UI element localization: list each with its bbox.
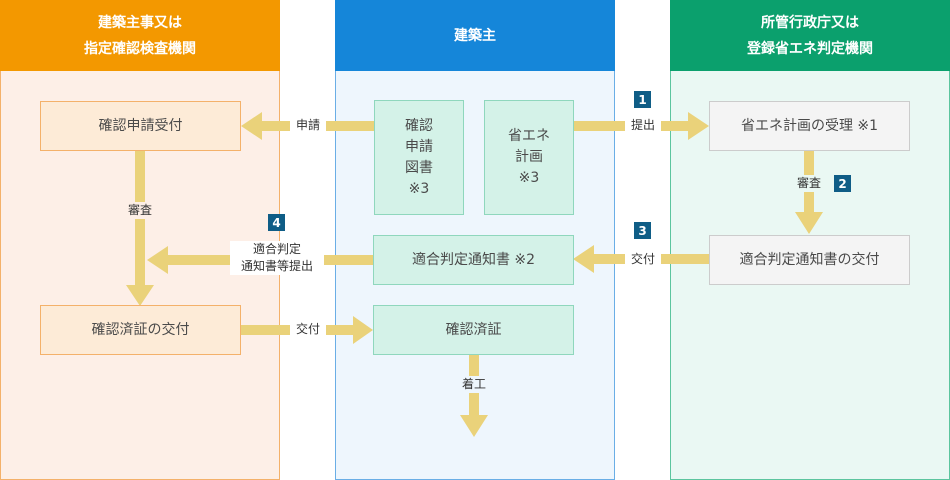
arrow-shinsa-right-head: [795, 212, 823, 234]
arrow-kofu-left-head: [353, 316, 373, 344]
box-kakunin-tosho: 確認 申請 図書 ※3: [374, 100, 464, 215]
right-column-header: 所管行政庁又は 登録省エネ判定機関: [670, 0, 950, 71]
label-shinsa-right: 審査: [792, 175, 826, 192]
box-shoene-juri: 省エネ計画の受理 ※1: [709, 101, 910, 151]
middle-header-line1: 建築主: [454, 27, 496, 44]
left-header-line1: 建築主事又は: [98, 14, 182, 31]
label-tekigo-teishutsu-line2: 通知書等提出: [240, 259, 313, 273]
box-tekigo-tsuchisho: 適合判定通知書 ※2: [373, 235, 574, 285]
box-shoene-keikaku: 省エネ 計画 ※3: [484, 100, 574, 215]
step-badge-1: 1: [634, 91, 651, 108]
arrow-shinsei-head: [241, 112, 262, 140]
step-badge-3: 3: [634, 222, 651, 239]
kakunin-tosho-line4: ※3: [408, 180, 430, 197]
label-tekigo-teishutsu: 適合判定 通知書等提出: [230, 241, 324, 275]
arrow-chakko-head: [460, 415, 488, 437]
label-shinsei: 申請: [290, 117, 326, 134]
arrow-kofu-right-head: [573, 245, 594, 273]
step-badge-4: 4: [268, 214, 285, 231]
label-teishutsu: 提出: [625, 117, 661, 134]
middle-column-header: 建築主: [335, 0, 615, 71]
box-tekigo-kofu: 適合判定通知書の交付: [709, 235, 910, 285]
arrow-shinsa-left-head: [126, 285, 154, 306]
shoene-keikaku-line2: 計画: [515, 149, 543, 165]
arrow-tekigo-teishutsu-head: [147, 246, 168, 274]
left-header-line2: 指定確認検査機関: [84, 40, 196, 57]
arrow-teishutsu-head: [688, 112, 709, 140]
shoene-keikaku-line1: 省エネ: [508, 128, 550, 144]
step-badge-2: 2: [834, 175, 851, 192]
box-kakunin-sumisho: 確認済証: [373, 305, 574, 355]
label-kofu-left: 交付: [290, 321, 326, 338]
shoene-keikaku-line3: ※3: [518, 170, 540, 186]
box-kakunin-uketsuke: 確認申請受付: [40, 101, 241, 151]
label-shinsa-left: 審査: [122, 202, 158, 219]
label-kofu-right: 交付: [625, 251, 661, 268]
kakunin-tosho-line2: 申請: [405, 138, 433, 155]
right-header-line2: 登録省エネ判定機関: [747, 40, 873, 57]
label-chakko: 着工: [456, 376, 492, 393]
box-kakunin-sumi-kofu: 確認済証の交付: [40, 305, 241, 355]
kakunin-tosho-line3: 図書: [405, 159, 433, 176]
kakunin-tosho-line1: 確認: [405, 117, 433, 134]
left-column-header: 建築主事又は 指定確認検査機関: [0, 0, 280, 71]
label-tekigo-teishutsu-line1: 適合判定: [252, 242, 301, 256]
right-header-line1: 所管行政庁又は: [761, 14, 859, 31]
